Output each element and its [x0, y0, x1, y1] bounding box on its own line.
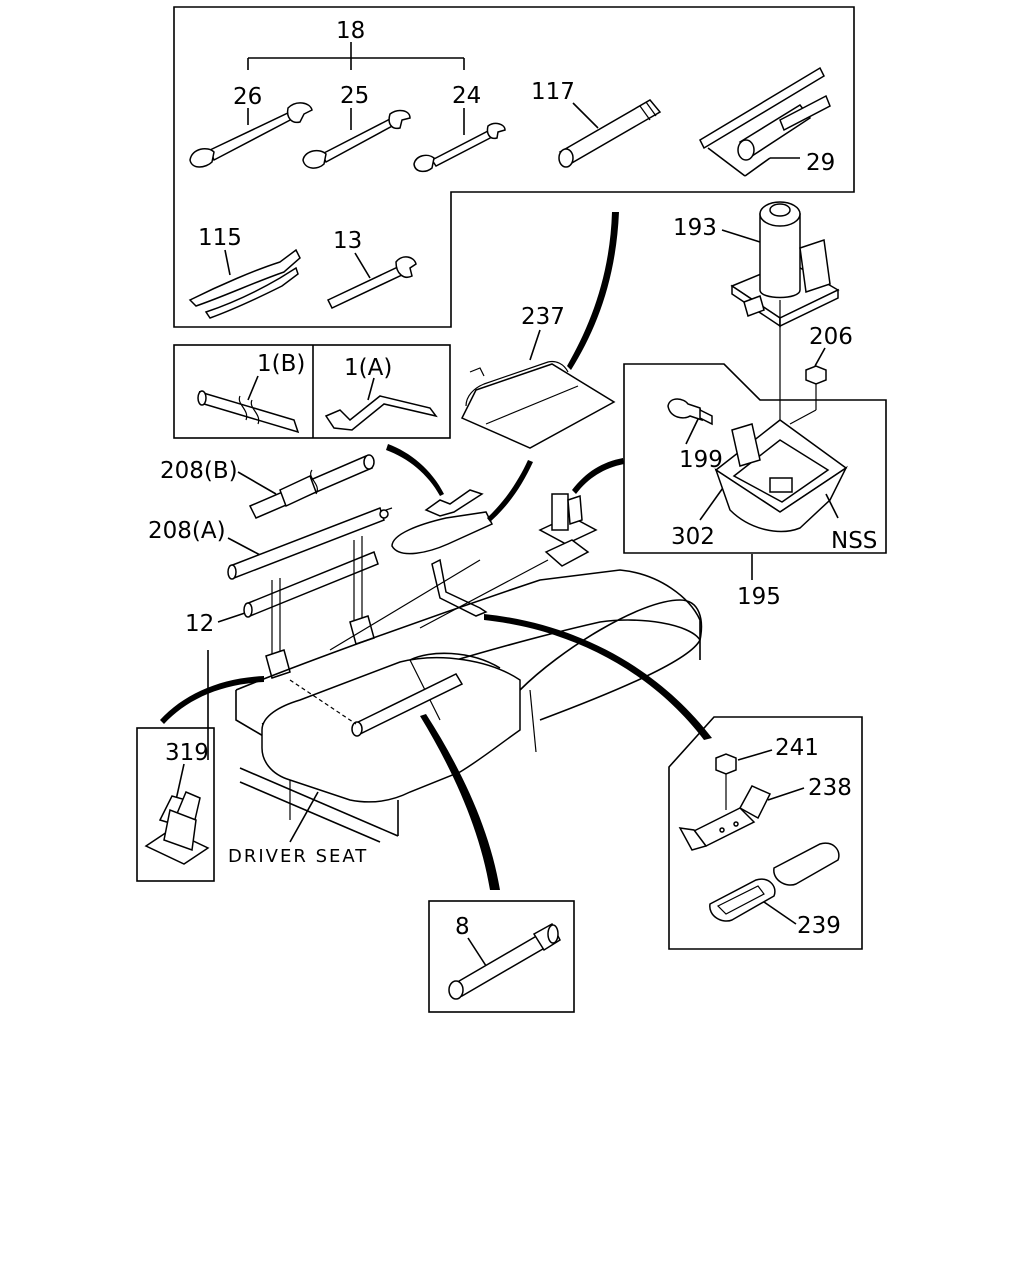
label-12: 12: [185, 611, 214, 637]
label-nss: NSS: [831, 528, 877, 554]
extension-bar-117-icon: [558, 99, 662, 168]
wing-bolt-199-icon: [667, 398, 713, 445]
label-237: 237: [521, 304, 565, 330]
label-18: 18: [336, 18, 365, 44]
wrench-detail-box: [428, 900, 575, 1013]
label-13: 13: [333, 228, 362, 254]
bar-clips: [265, 536, 375, 679]
jack-holder-302-icon: [699, 419, 848, 533]
callout-arc-jack: [572, 458, 624, 494]
label-24: 24: [452, 83, 481, 109]
screwdriver-29-icon: [699, 66, 831, 177]
handle-box: [173, 344, 451, 439]
label-193: 193: [673, 215, 717, 241]
label-239: 239: [797, 913, 841, 939]
adjustable-wrench-13-icon: [326, 252, 417, 309]
tool-bag-237-icon: [460, 329, 616, 449]
label-29: 29: [806, 150, 835, 176]
handle-1b-icon: [197, 375, 300, 434]
bolt-241-icon: [715, 749, 773, 810]
label-25: 25: [340, 83, 369, 109]
pliers-115-icon: [188, 248, 301, 319]
label-241: 241: [775, 735, 819, 761]
label-208a: 208(A): [148, 518, 226, 544]
handle-top-icon: [424, 489, 484, 517]
wrench-set-bracket: [247, 42, 465, 70]
pad-icon: [391, 511, 494, 555]
wrench-25-icon: [302, 108, 411, 169]
callout-arc-bag2: [487, 460, 533, 522]
label-1b: 1(B): [257, 351, 305, 377]
handle-bar-208b-icon: [237, 454, 375, 519]
label-319: 319: [165, 740, 209, 766]
box-wrench-8-icon: [448, 922, 561, 1000]
label-115: 115: [198, 225, 242, 251]
label-208b: 208(B): [160, 458, 238, 484]
jack-holder-box: [623, 363, 887, 554]
callout-arc-clip: [160, 676, 264, 724]
clip-pair-239-icon: [709, 842, 840, 925]
label-26: 26: [233, 84, 262, 110]
leader-driver-seat: [289, 791, 319, 843]
tool-kit-box: [173, 6, 855, 328]
label-117: 117: [531, 79, 575, 105]
callout-arc-handle: [386, 444, 444, 496]
callout-arc-bag: [567, 212, 619, 370]
mini-jack-icon: [538, 493, 598, 567]
clip-319-icon: [144, 763, 210, 865]
bracket-238-icon: [678, 785, 805, 851]
bracket-detail-box: [668, 716, 863, 950]
clip-detail-box: [136, 727, 215, 882]
wrench-26-icon: [189, 102, 313, 168]
label-1a: 1(A): [344, 355, 392, 381]
dashed-leader: [289, 679, 357, 725]
wrench-24-icon: [413, 108, 506, 173]
wrench-on-seat-icon: [351, 673, 464, 737]
label-206: 206: [809, 324, 853, 350]
label-195: 195: [737, 584, 781, 610]
handle-bar-12-icon: [217, 551, 379, 623]
handle-bar-208a-icon: [227, 507, 393, 580]
label-199: 199: [679, 447, 723, 473]
bottle-jack-193-icon: [721, 201, 840, 328]
label-8: 8: [455, 914, 470, 940]
callout-arc-wrench: [420, 714, 500, 890]
handle-1a-icon: [324, 377, 438, 431]
label-238: 238: [808, 775, 852, 801]
bolt-206-icon: [789, 347, 827, 425]
strap-icon: [431, 558, 488, 617]
label-driver-seat: DRIVER SEAT: [228, 846, 368, 867]
label-302: 302: [671, 524, 715, 550]
